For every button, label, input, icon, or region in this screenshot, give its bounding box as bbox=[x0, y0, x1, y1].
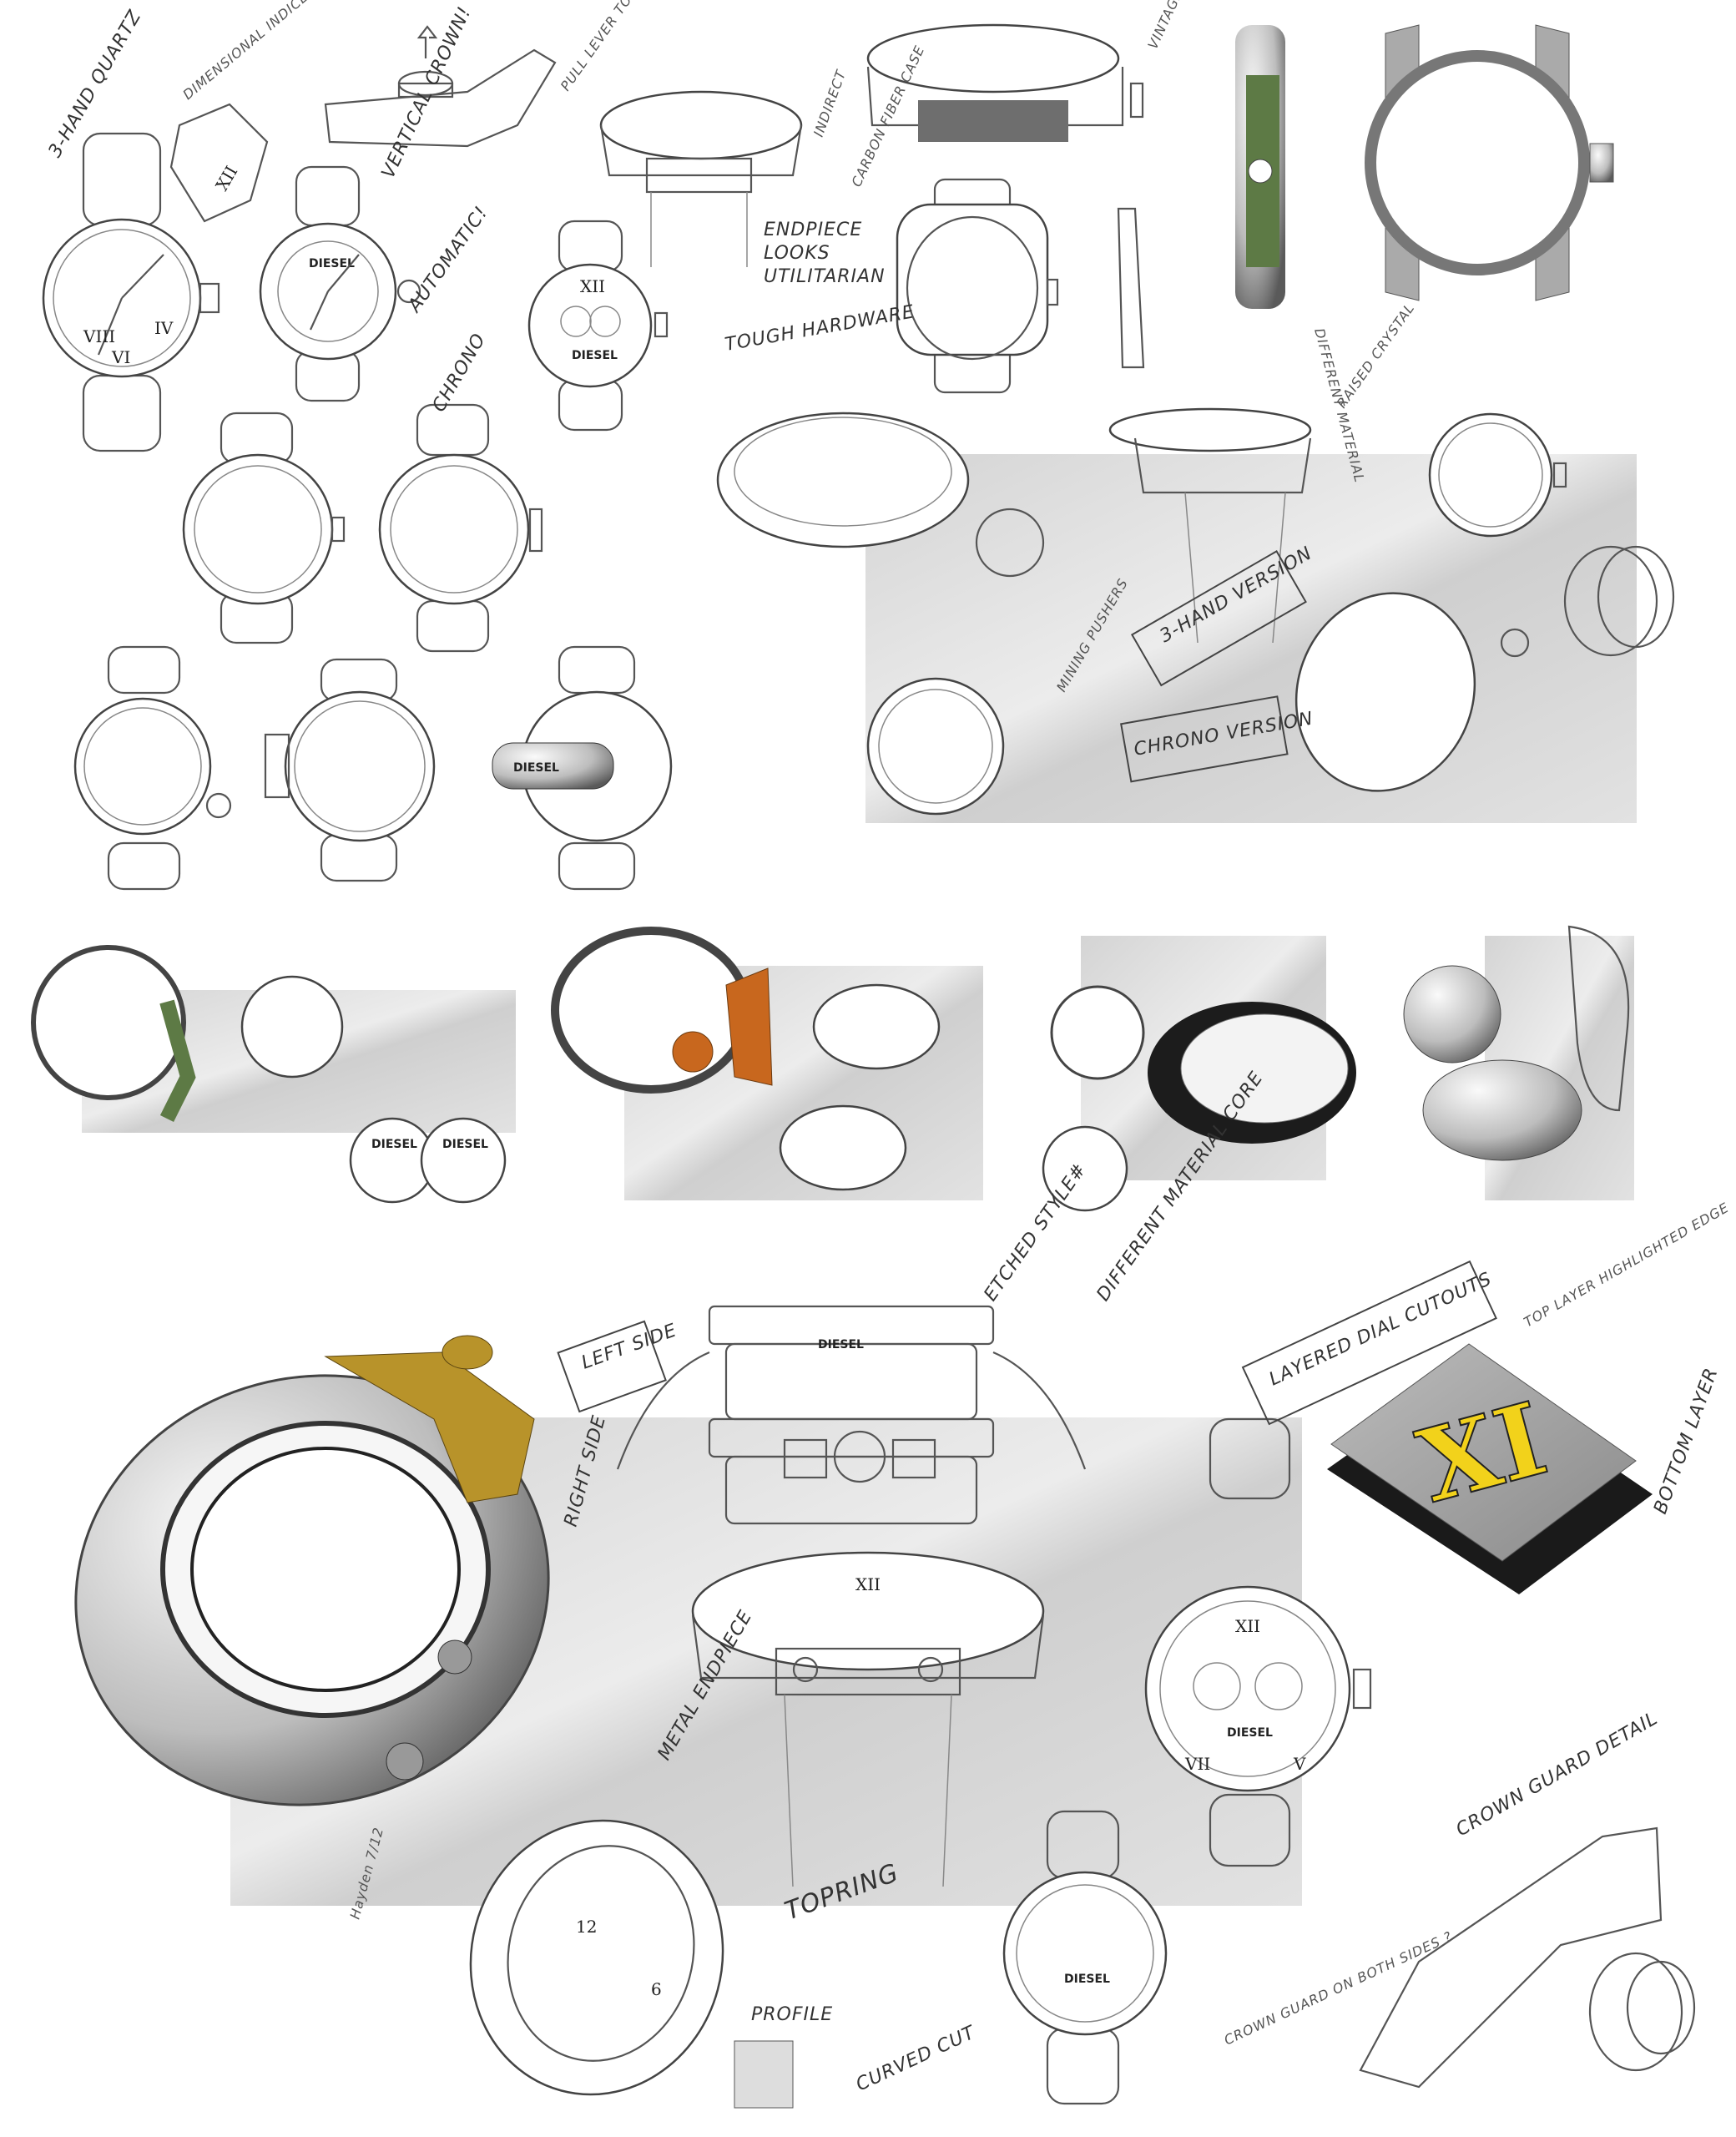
green-side-profile-sketch bbox=[1235, 25, 1285, 309]
dial-numeral: 12 bbox=[576, 1917, 597, 1937]
profile-cross-section bbox=[734, 2040, 794, 2109]
quartz-watch-sketch: VIII VI IV bbox=[42, 132, 220, 452]
note-tough-hardware: TOUGH HARDWARE bbox=[724, 301, 916, 356]
brand-logo: DIESEL bbox=[572, 349, 618, 362]
note-bottom-layer: BOTTOM LAYER bbox=[1650, 1365, 1723, 1517]
perspective-watch-sketch bbox=[716, 412, 1045, 578]
cushion-watch-sketch bbox=[896, 178, 1145, 394]
note-left-side: LEFT SIDE bbox=[579, 1320, 680, 1373]
round-watch-outline-3 bbox=[73, 645, 232, 891]
green-accent-render: DIESEL DIESEL bbox=[31, 945, 507, 1204]
round-watch-outline-4 bbox=[264, 658, 436, 882]
chrono-version-watch bbox=[866, 677, 1005, 816]
dial-numeral: VII bbox=[1184, 1754, 1210, 1774]
label-box bbox=[1130, 549, 1307, 687]
brand-logo: DIESEL bbox=[1227, 1726, 1273, 1740]
note-chrono: CHRONO bbox=[429, 330, 491, 416]
note-top-layer: TOP LAYER HIGHLIGHTED EDGE bbox=[1522, 1200, 1732, 1331]
hero-watch-render bbox=[74, 1335, 550, 1806]
round-watch-outline-1 bbox=[182, 412, 346, 644]
brand-logo: DIESEL bbox=[442, 1138, 488, 1151]
dial-numeral: 6 bbox=[651, 1979, 662, 1999]
dial-numeral: XII bbox=[855, 1574, 881, 1594]
label-box bbox=[1241, 1260, 1497, 1426]
brand-logo: DIESEL bbox=[1064, 1973, 1110, 1986]
note-dimensional-indices: DIMENSIONAL INDICES bbox=[179, 0, 319, 103]
crown-cap-render bbox=[1403, 925, 1630, 1161]
note-indirect: INDIRECT bbox=[810, 68, 850, 139]
endpiece-side-sketch bbox=[599, 90, 803, 267]
dial-numeral: VIII bbox=[83, 326, 115, 346]
crown-lever-sketch bbox=[324, 25, 557, 148]
etched-logo: DIESEL bbox=[818, 1338, 864, 1351]
dimensional-indices-block: XII bbox=[169, 103, 269, 223]
crown-detail bbox=[1563, 545, 1675, 657]
topring-sketch: 12 6 bbox=[469, 1819, 724, 2096]
logo-bar-watch: DIESEL bbox=[492, 645, 673, 891]
brand-logo: DIESEL bbox=[371, 1138, 417, 1151]
note-crown-guard-both-sides: CROWN GUARD ON BOTH SIDES ? bbox=[1222, 1928, 1455, 2049]
note-raised-crystal: RAISED CRYSTAL bbox=[1334, 300, 1418, 411]
note-pull-lever: PULL LEVER TO LIFT CROWN bbox=[558, 0, 691, 93]
right-side-view bbox=[708, 1417, 995, 1525]
small-chrono-watch: DIESEL bbox=[1002, 1810, 1168, 2105]
side-view-watch-sketch bbox=[1108, 407, 1312, 644]
automatic-watch-sketch: DIESEL bbox=[259, 165, 421, 402]
layered-dial-tile-render: XI bbox=[1327, 1343, 1653, 1594]
crown-close-watch bbox=[1428, 412, 1675, 657]
large-ring-case-sketch bbox=[1365, 24, 1614, 301]
note-curved-cut: CURVED CUT bbox=[853, 2022, 979, 2095]
chrono-watch-sketch: XII DIESEL bbox=[527, 220, 669, 432]
label-box bbox=[1120, 695, 1289, 783]
round-watch-outline-2 bbox=[378, 403, 543, 653]
dial-numeral: IV bbox=[154, 318, 174, 338]
black-case-render bbox=[1042, 985, 1356, 1212]
orange-crown-render bbox=[551, 927, 941, 1191]
note-profile: PROFILE bbox=[751, 2004, 833, 2025]
three-hand-version-watch bbox=[1294, 592, 1530, 792]
dial-numeral: XII bbox=[580, 276, 605, 296]
vintage-case-side-sketch bbox=[866, 23, 1144, 142]
crown-guard-detail-sketch bbox=[1359, 1826, 1696, 2089]
note-endpiece: ENDPIECE LOOKS UTILITARIAN bbox=[764, 220, 886, 287]
dial-numeral: XII bbox=[212, 162, 242, 194]
note-automatic: AUTOMATIC! bbox=[403, 202, 492, 317]
brand-logo: DIESEL bbox=[513, 761, 559, 775]
note-etched-style: ETCHED STYLE# bbox=[980, 1159, 1091, 1305]
dial-numeral: XII bbox=[1235, 1616, 1260, 1636]
chrono-main-watch: XII DIESEL VII V bbox=[1144, 1417, 1372, 1867]
note-vintage-case: VINTAGE CASE FACETING bbox=[1144, 0, 1237, 52]
label-box bbox=[557, 1320, 667, 1413]
note-crown-guard-detail: CROWN GUARD DETAIL bbox=[1453, 1708, 1662, 1841]
front-perspective-watch: XII bbox=[691, 1551, 1045, 1887]
brand-logo: DIESEL bbox=[309, 257, 355, 270]
note-3-hand-quartz: 3-HAND QUARTZ bbox=[45, 7, 146, 161]
dial-numeral: V bbox=[1293, 1754, 1306, 1774]
dial-numeral: VI bbox=[111, 347, 130, 367]
